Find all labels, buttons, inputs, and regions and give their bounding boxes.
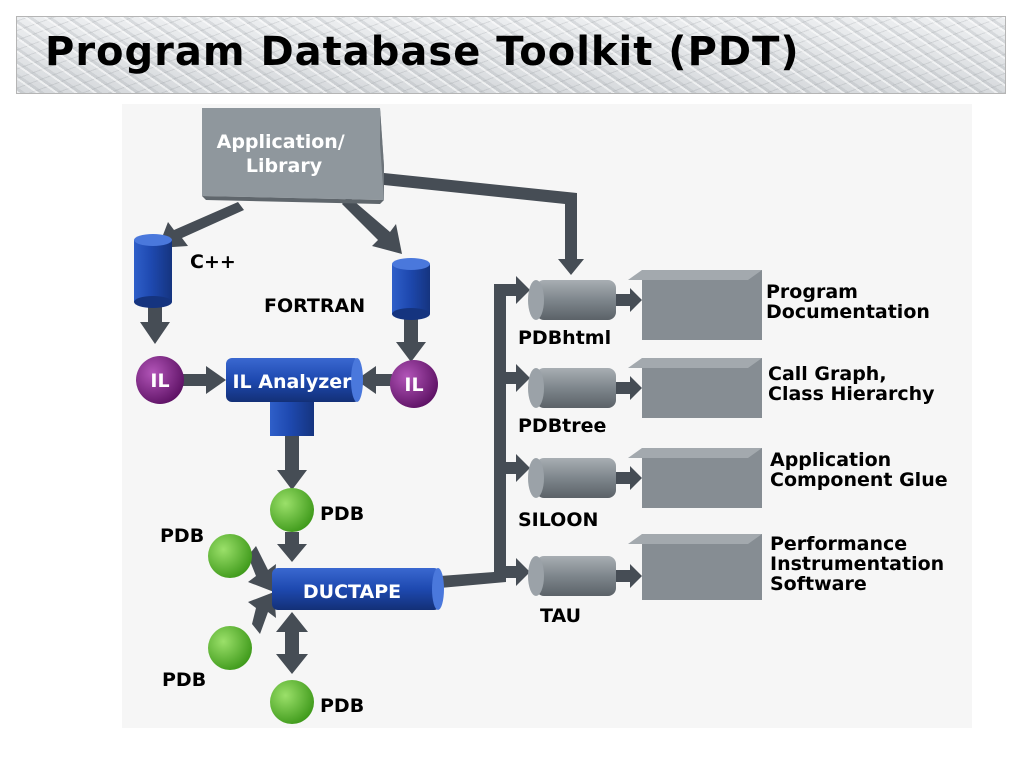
arrow-ductape-to-bus xyxy=(440,276,530,588)
tool-tau-label: TAU xyxy=(540,605,581,627)
arrow-app-to-cpp xyxy=(158,202,244,248)
tool-siloon: SILOON xyxy=(518,458,616,531)
il-left-ball: IL xyxy=(136,356,184,404)
arrow-pdbll-to-ductape xyxy=(248,592,276,634)
output-label-3: Application Component Glue xyxy=(770,449,948,491)
output-3-line-2: Component Glue xyxy=(770,469,948,491)
tool-siloon-label: SILOON xyxy=(518,509,598,531)
pdb-main-ball: PDB xyxy=(270,488,364,532)
arrow-app-to-pdbhtml xyxy=(384,173,584,275)
arrow-pdbtree-out xyxy=(616,376,642,400)
pdb-upper-left-label: PDB xyxy=(160,525,204,547)
tool-pdbhtml-label: PDBhtml xyxy=(518,327,611,349)
output-2-line-1: Call Graph, xyxy=(768,363,887,385)
pdb-bottom-label: PDB xyxy=(320,695,364,717)
tool-pdbtree-label: PDBtree xyxy=(518,415,606,437)
output-3-line-1: Application xyxy=(770,449,891,471)
arrow-il-to-analyzer xyxy=(180,366,226,394)
il-right-label: IL xyxy=(404,374,423,396)
pdb-lower-left-label: PDB xyxy=(162,669,206,691)
application-library-box: Application/ Library xyxy=(202,108,384,204)
output-2-line-2: Class Hierarchy xyxy=(768,383,935,405)
arrow-pdbhtml-out xyxy=(616,288,642,312)
output-label-1: Program Documentation xyxy=(766,281,930,323)
arrow-app-to-fortran xyxy=(342,196,402,254)
il-analyzer-node: IL Analyzer xyxy=(226,358,363,436)
arrow-pdb-to-ductape xyxy=(277,532,307,562)
pdb-main-label: PDB xyxy=(320,503,364,525)
il-analyzer-label: IL Analyzer xyxy=(232,371,352,393)
app-library-label: Application/ Library xyxy=(217,131,352,177)
arrow-tau-out xyxy=(616,564,642,588)
app-library-line-1: Application/ xyxy=(217,131,345,153)
title-bar: Program Database Toolkit (PDT) xyxy=(16,16,1006,94)
cpp-label: C++ xyxy=(190,251,236,273)
arrow-analyzer-to-pdb xyxy=(277,434,307,490)
app-library-line-2: Library xyxy=(246,155,323,177)
diagram-area: Application/ Library C++ FORTRAN IL IL xyxy=(122,104,972,728)
fortran-cylinder: FORTRAN xyxy=(264,258,430,320)
cpp-cylinder: C++ xyxy=(134,234,236,308)
output-label-2: Call Graph, Class Hierarchy xyxy=(768,363,935,405)
il-left-label: IL xyxy=(150,370,169,392)
output-4-line-3: Software xyxy=(770,573,867,595)
output-4-line-1: Performance xyxy=(770,533,907,555)
fortran-label: FORTRAN xyxy=(264,295,365,317)
connectors xyxy=(140,173,642,674)
ductape-label: DUCTAPE xyxy=(303,581,401,603)
page-title: Program Database Toolkit (PDT) xyxy=(45,29,800,75)
output-box-2 xyxy=(628,358,762,418)
output-4-line-2: Instrumentation xyxy=(770,553,944,575)
pdt-diagram: Application/ Library C++ FORTRAN IL IL xyxy=(134,108,951,724)
arrow-cpp-to-il xyxy=(140,300,170,344)
tool-tau: TAU xyxy=(528,556,616,627)
output-1-line-1: Program xyxy=(766,281,858,303)
output-box-3 xyxy=(628,448,762,508)
output-box-4 xyxy=(628,534,762,600)
il-right-ball: IL xyxy=(390,360,438,408)
output-1-line-2: Documentation xyxy=(766,301,930,323)
tool-pdbhtml: PDBhtml xyxy=(518,280,616,349)
arrow-siloon-out xyxy=(616,466,642,490)
tool-pdbtree: PDBtree xyxy=(518,368,616,437)
arrow-pdbul-to-ductape xyxy=(248,546,276,592)
arrow-il-right-to-analyzer xyxy=(356,366,392,394)
arrow-fortran-to-il xyxy=(396,310,426,362)
pdb-lower-left-ball: PDB xyxy=(162,626,252,691)
ductape-node: DUCTAPE xyxy=(272,568,444,610)
arrow-ductape-pdb-bottom xyxy=(276,612,308,674)
pdb-bottom-ball: PDB xyxy=(270,680,364,724)
output-label-4: Performance Instrumentation Software xyxy=(770,533,951,595)
pdb-upper-left-ball: PDB xyxy=(160,525,252,578)
output-box-1 xyxy=(628,270,762,340)
